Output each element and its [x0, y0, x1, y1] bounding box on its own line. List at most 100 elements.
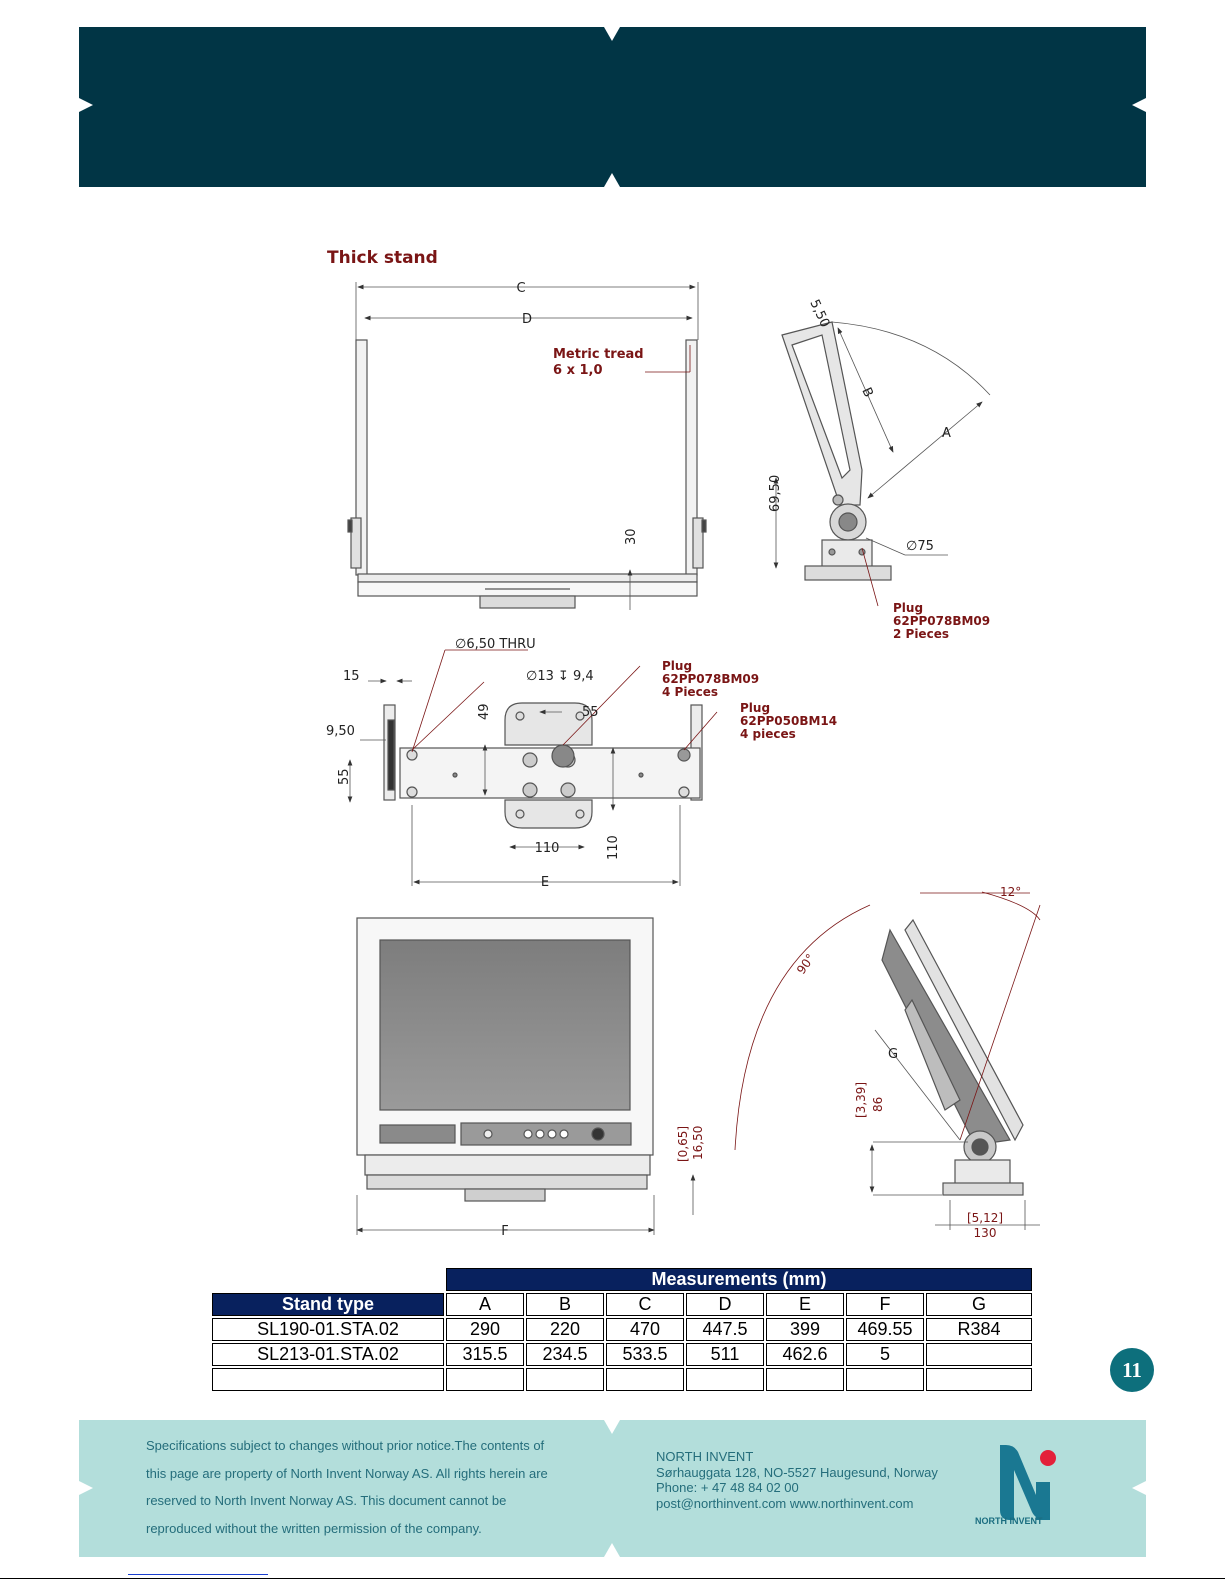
value-cell [766, 1368, 844, 1391]
dim-130: 130 [974, 1226, 997, 1240]
base-plug2-part: 62PP050BM14 [740, 714, 837, 728]
base-plug2-qty: 4 pieces [740, 727, 796, 741]
footer-notch-left [79, 1481, 93, 1495]
dim-30: 30 [624, 528, 639, 545]
angle-12: 12° [1000, 885, 1021, 899]
value-cell [926, 1343, 1032, 1366]
company-name: NORTH INVENT [656, 1449, 754, 1464]
value-cell: 533.5 [606, 1343, 684, 1366]
technical-drawings: C D 30 Metric tread 6 x 1,0 5,50 B A 69,… [326, 281, 1041, 1240]
legal-line: reserved to North Invent Norway AS. This… [146, 1493, 507, 1508]
footer-notch-right [1132, 1481, 1146, 1495]
legal-line: reproduced without the written permissio… [146, 1520, 482, 1536]
monitor-front-view [356, 917, 696, 1235]
value-cell [846, 1368, 924, 1391]
company-email-web[interactable]: post@northinvent.com www.northinvent.com [656, 1495, 914, 1511]
side-plug-qty: 2 Pieces [893, 627, 949, 641]
stand-type-cell: SL213-01.STA.02 [212, 1343, 444, 1366]
measurements-header: Measurements (mm) [446, 1268, 1032, 1291]
footer-notch-top [604, 1420, 620, 1434]
page-number-badge: 11 [1110, 1348, 1154, 1392]
value-cell: 315.5 [446, 1343, 524, 1366]
measurements-table: Measurements (mm) Stand type A B C D E F… [210, 1266, 1034, 1393]
hole-thru-label: ∅6,50 THRU [455, 637, 536, 652]
dim-a: A [942, 426, 951, 441]
table-row: SL213-01.STA.02 315.5 234.5 533.5 511 46… [212, 1343, 1032, 1366]
value-cell: 470 [606, 1318, 684, 1341]
table-row [212, 1368, 1032, 1391]
value-cell: 399 [766, 1318, 844, 1341]
dim-86: 86 [871, 1097, 885, 1112]
value-cell: 290 [446, 1318, 524, 1341]
header-band [79, 27, 1146, 187]
angle-90: 90° [794, 951, 818, 976]
dim-c: C [516, 281, 525, 296]
side-view [773, 321, 991, 607]
header-notch-bottom [604, 173, 620, 187]
legal-line: this page are property of North Invent N… [146, 1465, 548, 1481]
stand-type-cell [212, 1368, 444, 1391]
header-notch-right [1132, 98, 1146, 112]
footer-legal-notice: Specifications subject to changes withou… [146, 1432, 616, 1542]
footer-band [79, 1420, 1146, 1557]
dim-69-50: 69,50 [768, 475, 783, 512]
value-cell: 447.5 [686, 1318, 764, 1341]
front-view [347, 282, 707, 610]
dim-9-50: 9,50 [326, 724, 355, 739]
dim-d: D [522, 312, 532, 327]
dim-e: E [541, 875, 549, 890]
base-plug1-label: Plug [662, 659, 692, 673]
column-header-g: G [926, 1293, 1032, 1316]
base-plug1-part: 62PP078BM09 [662, 672, 759, 686]
value-cell [926, 1368, 1032, 1391]
value-cell: 234.5 [526, 1343, 604, 1366]
north-invent-logo [1000, 1445, 1056, 1520]
legal-line: Specifications subject to changes withou… [146, 1438, 545, 1453]
column-header-a: A [446, 1293, 524, 1316]
dim-f: F [501, 1224, 508, 1239]
dim-75: ∅75 [906, 539, 934, 554]
header-notch-top [604, 27, 620, 41]
base-plug1-qty: 4 Pieces [662, 685, 718, 699]
bottom-rule [0, 1578, 1225, 1579]
value-cell: 5 [846, 1343, 924, 1366]
side-plug-label: Plug [893, 601, 923, 615]
column-header-b: B [526, 1293, 604, 1316]
value-cell: 220 [526, 1318, 604, 1341]
value-cell [446, 1368, 524, 1391]
header-notch-left [79, 98, 93, 112]
column-header-f: F [846, 1293, 924, 1316]
dim-110-vertical: 110 [606, 835, 621, 860]
dim-55-left: 55 [337, 768, 352, 785]
value-cell: 469.55 [846, 1318, 924, 1341]
metric-tread-note: Metric tread [553, 347, 644, 362]
dim-3-39: [3,39] [854, 1082, 868, 1118]
dim-55-top: 55 [582, 705, 599, 720]
column-header-c: C [606, 1293, 684, 1316]
footer-notch-bottom [604, 1543, 620, 1557]
dim-b: B [858, 385, 875, 399]
dim-g: G [888, 1047, 898, 1062]
value-cell [606, 1368, 684, 1391]
value-cell: 511 [686, 1343, 764, 1366]
column-header-d: D [686, 1293, 764, 1316]
dim-15: 15 [343, 669, 360, 684]
bottom-link-underline [128, 1574, 268, 1575]
dim-5-12: [5,12] [967, 1211, 1003, 1225]
footer-contact: NORTH INVENT Sørhauggata 128, NO-5527 Ha… [656, 1449, 938, 1511]
drawing-title: Thick stand [327, 248, 438, 268]
dim-49: 49 [477, 703, 492, 720]
base-view [347, 649, 718, 886]
metric-tread-size: 6 x 1,0 [553, 363, 603, 378]
logo-text: NORTH INVENT [975, 1516, 1043, 1526]
stand-type-cell: SL190-01.STA.02 [212, 1318, 444, 1341]
base-plug2-label: Plug [740, 701, 770, 715]
dim-0-65: [0,65] [676, 1126, 690, 1162]
dim-110-horizontal: 110 [535, 841, 560, 856]
stand-type-header: Stand type [212, 1293, 444, 1316]
column-header-e: E [766, 1293, 844, 1316]
counterbore-label: ∅13 ↧ 9,4 [526, 669, 594, 684]
monitor-tilt-view [734, 891, 1041, 1230]
value-cell: R384 [926, 1318, 1032, 1341]
side-plug-part: 62PP078BM09 [893, 614, 990, 628]
